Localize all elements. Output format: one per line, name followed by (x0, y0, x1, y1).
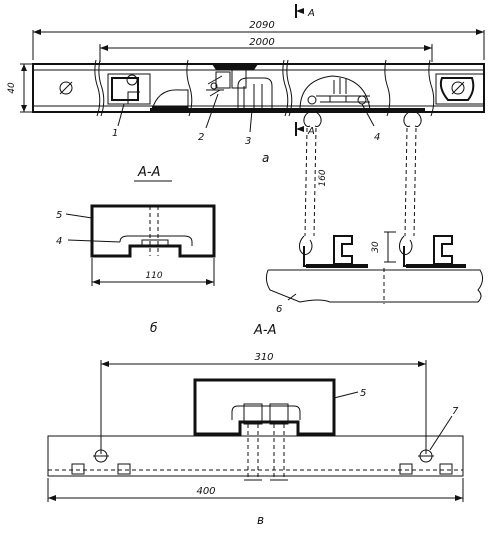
section-mark-bottom: A (307, 126, 315, 137)
label-5-b: 5 (56, 210, 62, 221)
label-4: 4 (374, 132, 380, 143)
section-title-b: А-А (137, 165, 160, 180)
label-4-b: 4 (56, 236, 62, 247)
label-6: 6 (276, 304, 282, 315)
label-5-c: 5 (360, 388, 366, 399)
dim-2000: 2000 (249, 37, 274, 48)
caption-a: а (262, 151, 269, 165)
dim-160: 160 (318, 169, 328, 186)
section-title-c: А-А (253, 323, 276, 338)
label-3: 3 (245, 136, 251, 147)
view-c-section: А-А 310 400 (47, 323, 464, 527)
view-a-longitudinal: 2090 2000 A 40 (7, 4, 485, 315)
label-2: 2 (198, 132, 204, 143)
dim-40: 40 (7, 82, 17, 94)
dim-310: 310 (254, 352, 273, 363)
view-b-section: А-А 110 5 4 б (56, 165, 216, 335)
section-mark-top: A (307, 8, 315, 19)
dim-110: 110 (145, 271, 162, 281)
dim-2090: 2090 (249, 20, 274, 31)
caption-b: б (150, 321, 158, 335)
dim-30: 30 (371, 241, 381, 253)
label-7: 7 (452, 406, 459, 417)
label-1: 1 (112, 128, 118, 139)
dim-400: 400 (196, 486, 215, 497)
caption-c: в (257, 513, 264, 527)
